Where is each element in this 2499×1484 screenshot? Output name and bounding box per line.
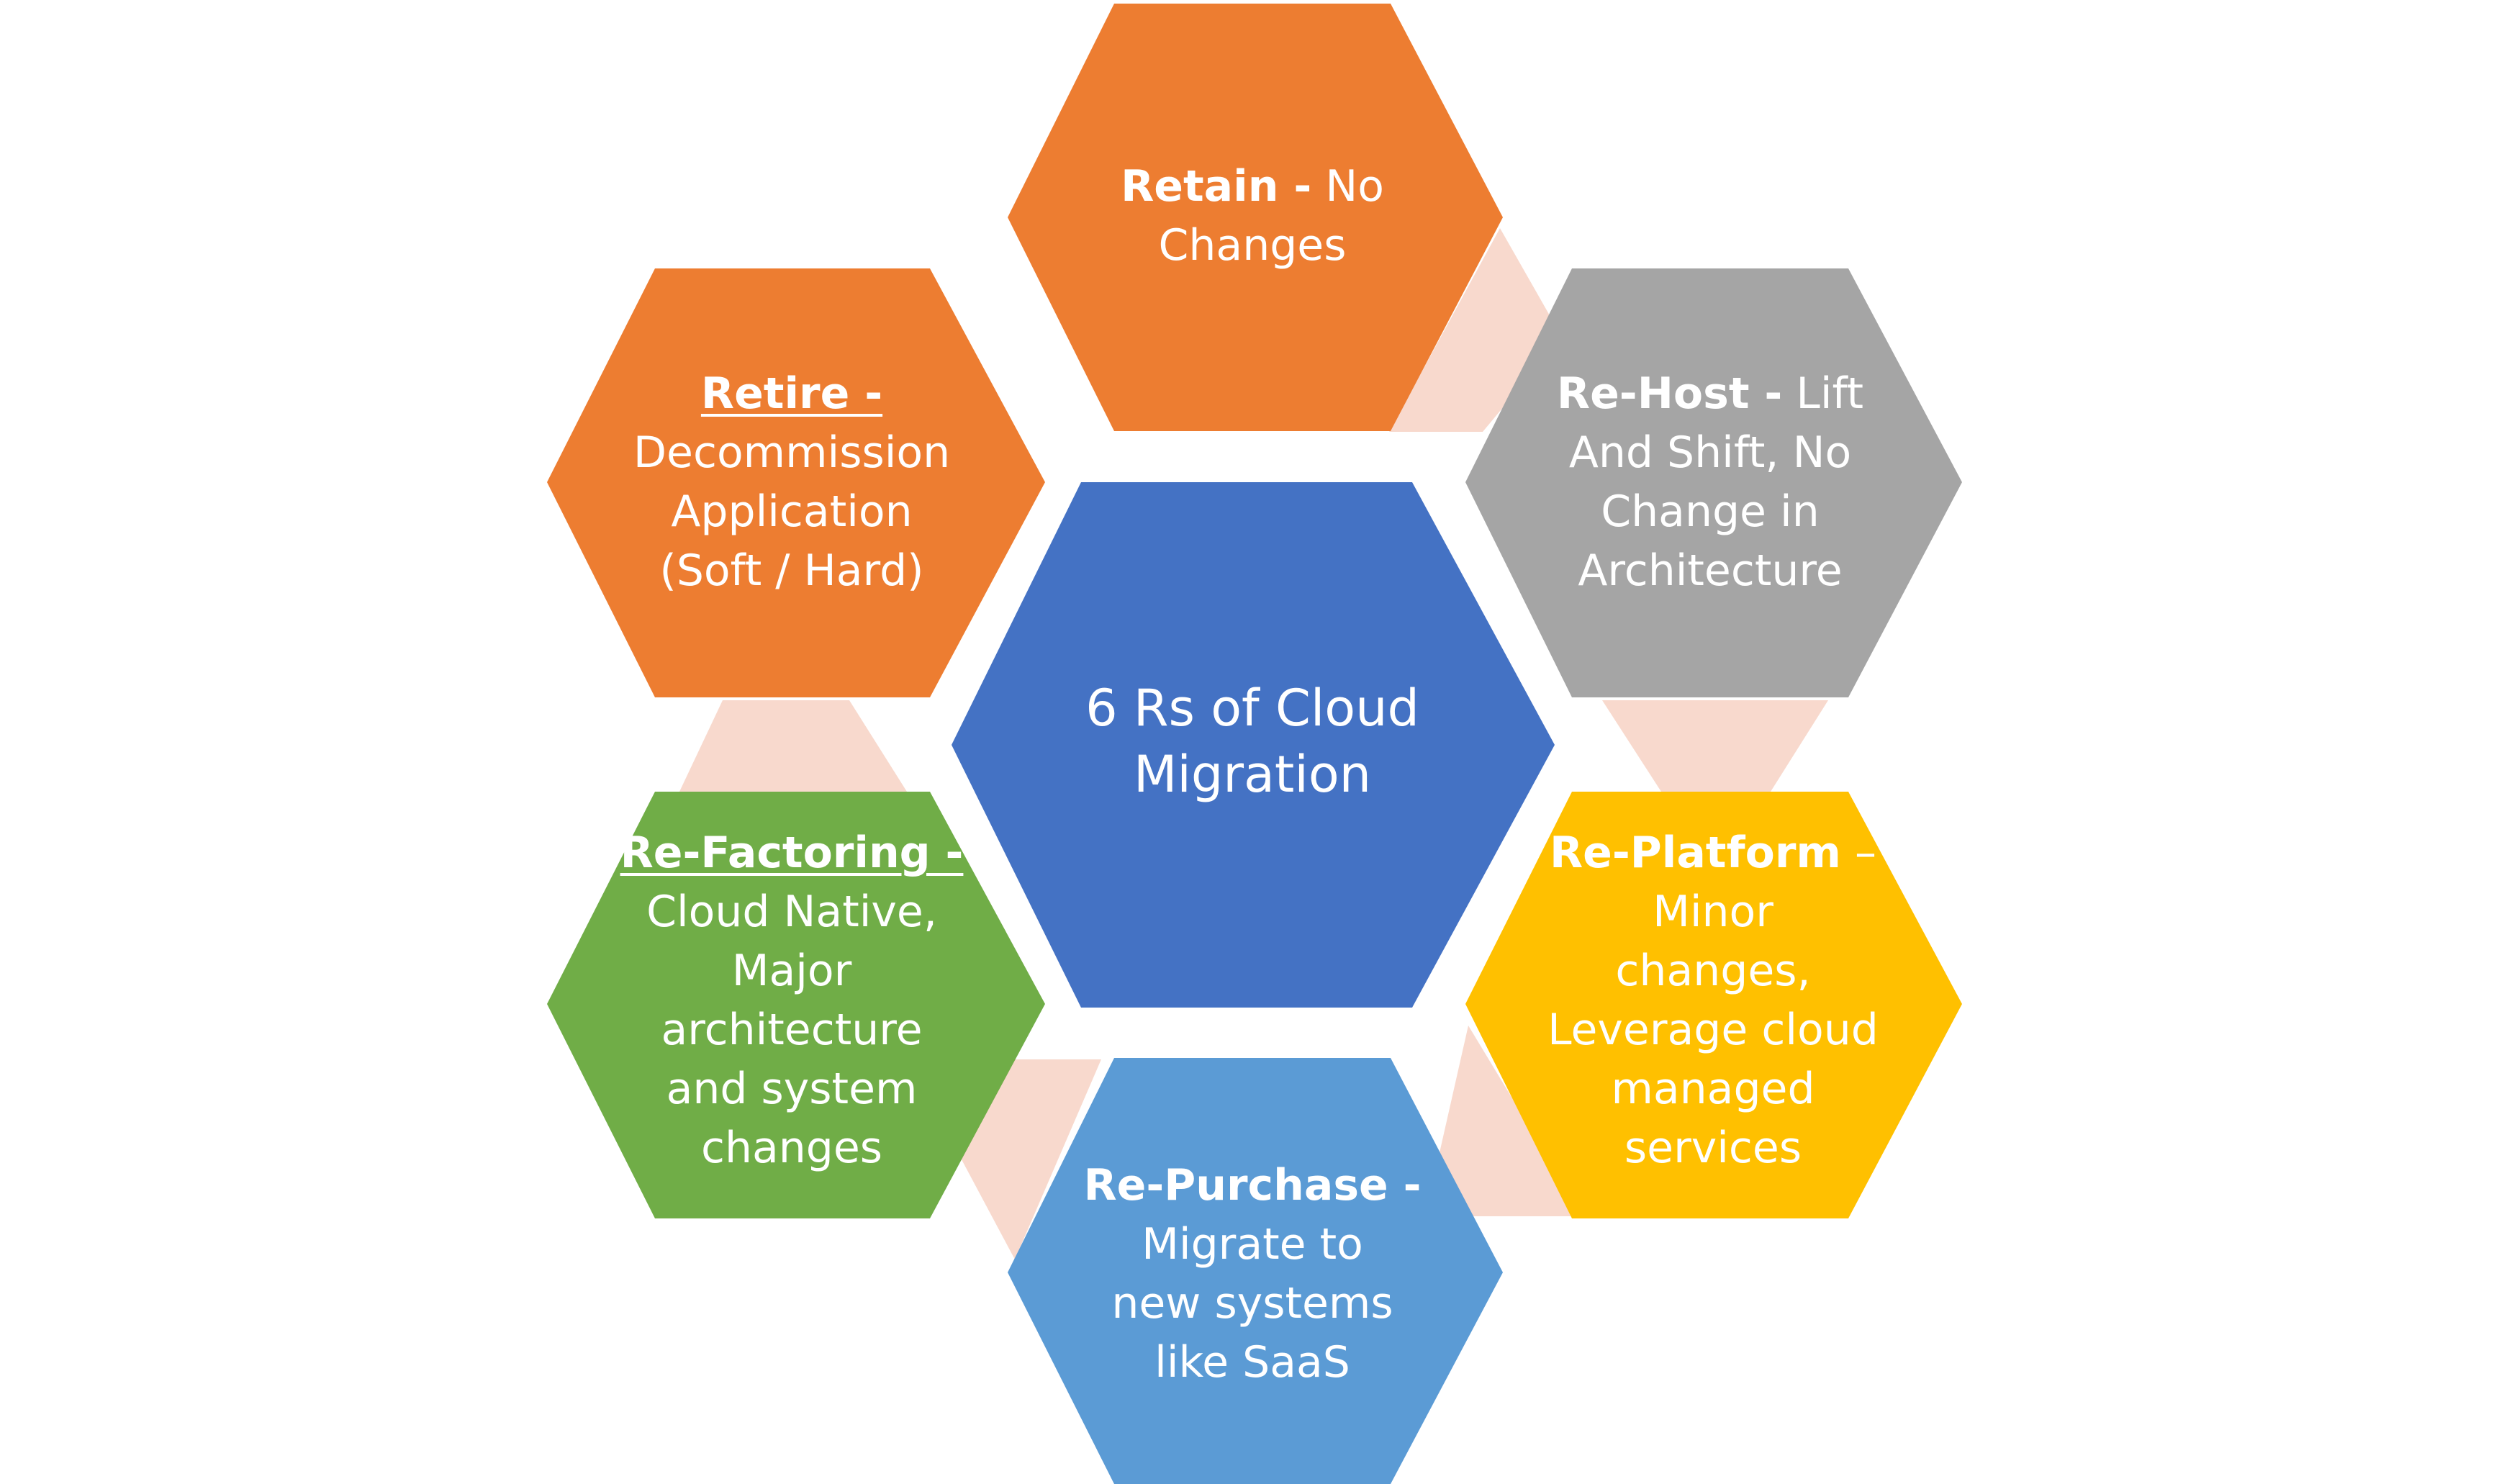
hexagon-retire <box>547 268 1045 697</box>
refactoring-heading: Re-Factoring - <box>620 828 964 878</box>
refactoring-label: Re-Factoring - Cloud Native, Major archi… <box>590 828 993 1173</box>
connector-rehost-replatform <box>1602 700 1828 792</box>
retire-line2: Application <box>671 487 913 537</box>
replatform-line5: services <box>1624 1123 1802 1173</box>
hexagon-rehost <box>1465 268 1962 697</box>
connector-replatform-repurchase <box>1425 1026 1583 1216</box>
refactoring-line5: changes <box>700 1123 883 1173</box>
retire-line3: (Soft / Hard) <box>659 546 924 596</box>
refactoring-line3: architecture <box>661 1005 923 1055</box>
repurchase-line1: Migrate to <box>1142 1219 1363 1270</box>
retain-line2: Changes <box>1158 220 1347 271</box>
refactoring-line2: Major <box>731 946 852 996</box>
rehost-label: Re-Host - Lift And Shift, No Change in A… <box>1523 353 1897 612</box>
rehost-heading: Re-Host - <box>1556 368 1783 419</box>
connector-refactoring-retire <box>679 700 907 792</box>
retire-heading: Retire - <box>700 368 883 419</box>
hexagon-center <box>952 482 1555 1008</box>
rehost-line4: Architecture <box>1578 546 1843 596</box>
replatform-line1: Minor <box>1653 887 1773 937</box>
center-title: 6 Rs of Cloud Migration <box>1036 633 1468 849</box>
replatform-dash: – <box>1855 828 1877 878</box>
retain-heading: Retain - <box>1121 161 1312 212</box>
hexagon-retain <box>1008 4 1503 431</box>
refactoring-line4: and system <box>666 1064 918 1114</box>
hexagon-repurchase <box>1008 1058 1503 1484</box>
hexagon-refactoring <box>547 792 1045 1218</box>
replatform-line3: Leverage cloud <box>1547 1005 1879 1055</box>
retain-label: Retain - No Changes <box>1080 130 1425 302</box>
rehost-line3: Change in <box>1601 487 1820 537</box>
rehost-line2: And Shift, No <box>1568 427 1852 478</box>
replatform-heading: Re-Platform <box>1549 828 1841 878</box>
hexagon-replatform <box>1465 792 1962 1218</box>
rehost-line1: Lift <box>1796 368 1864 419</box>
center-title-line1: 6 Rs of Cloud <box>1085 679 1419 738</box>
repurchase-label: Re-Purchase - Migrate to new systems lik… <box>1058 1152 1447 1396</box>
retain-line1: No <box>1325 161 1384 212</box>
repurchase-heading: Re-Purchase - <box>1083 1160 1422 1211</box>
retire-label: Retire - Decommission Application (Soft … <box>590 353 993 612</box>
replatform-label: Re-Platform – Minor changes, Leverage cl… <box>1511 828 1915 1173</box>
center-title-line2: Migration <box>1133 745 1372 804</box>
replatform-line4: managed <box>1611 1064 1815 1114</box>
retire-line1: Decommission <box>633 427 951 478</box>
replatform-line2: changes, <box>1615 946 1811 996</box>
repurchase-line2: new systems <box>1111 1278 1393 1329</box>
refactoring-line1: Cloud Native, <box>646 887 937 937</box>
repurchase-line3: like SaaS <box>1154 1337 1350 1388</box>
